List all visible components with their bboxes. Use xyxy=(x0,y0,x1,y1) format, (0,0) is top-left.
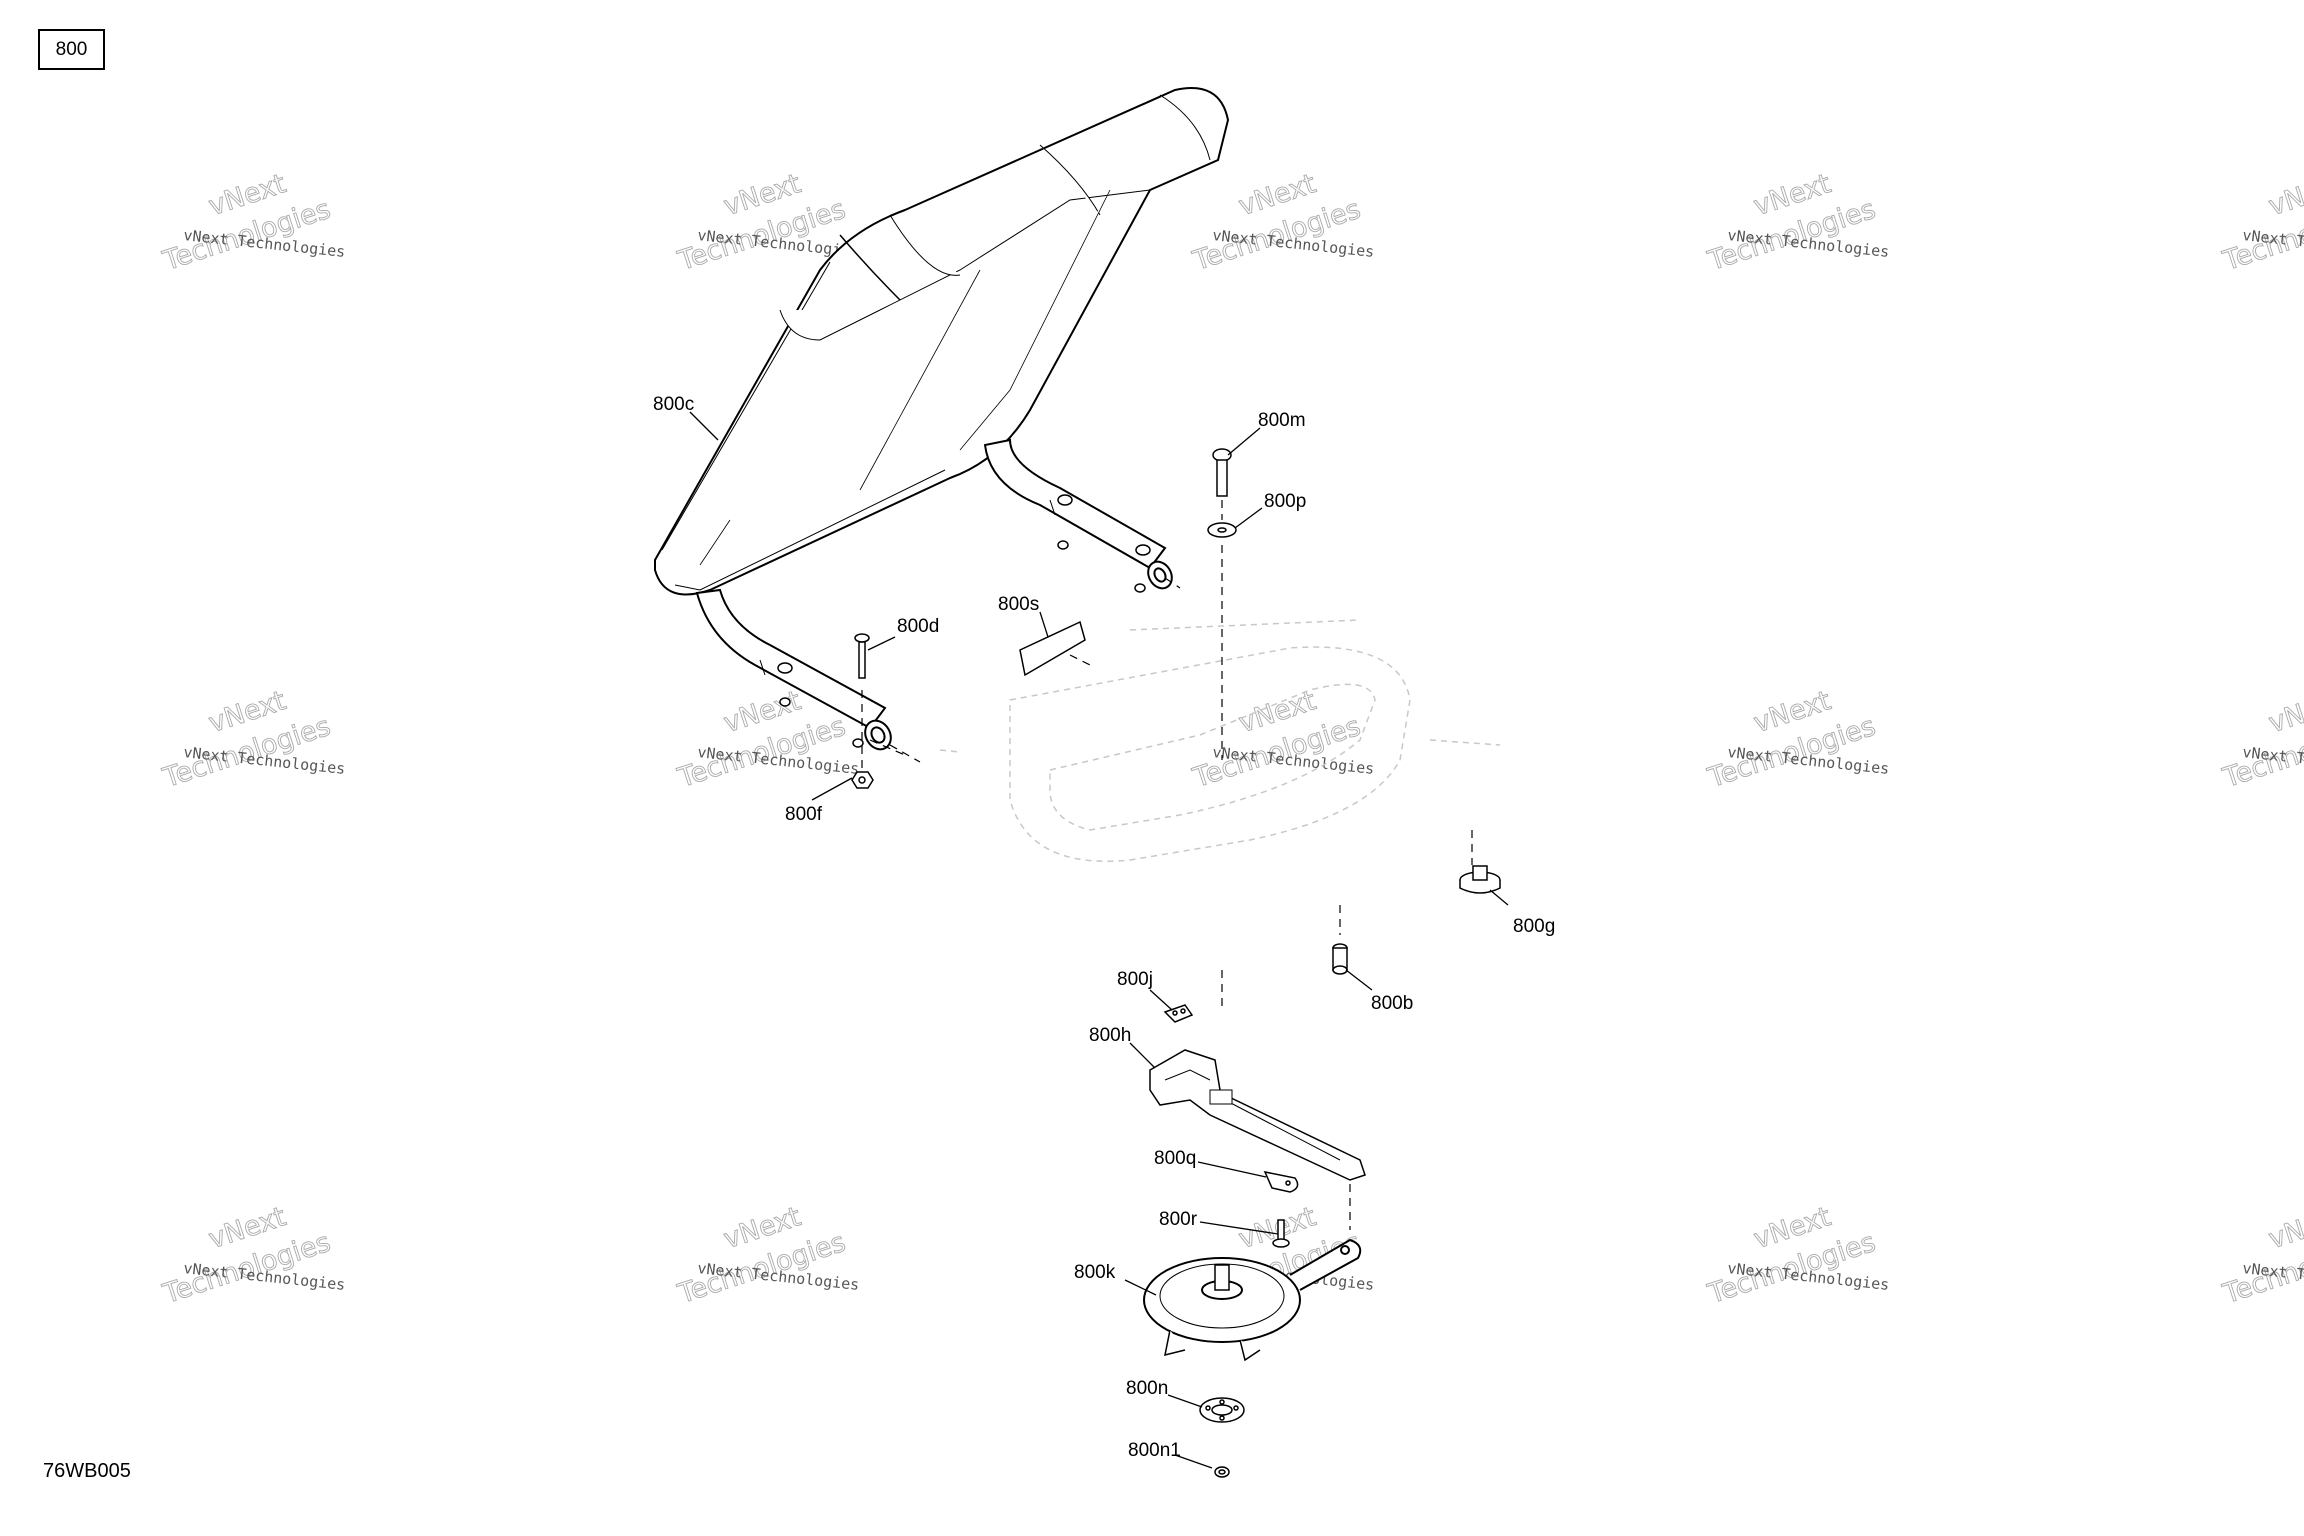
backrest-frame-tubes xyxy=(695,438,1173,751)
lever-800h xyxy=(1149,1049,1366,1181)
callout-800r: 800r xyxy=(1159,1209,1198,1230)
watermark: vNext Technologies xyxy=(1703,1201,1879,1311)
watermark: vNext Technologies xyxy=(2218,1201,2304,1311)
dash-line-right xyxy=(1221,500,1473,1230)
drawing-code: 76WB005 xyxy=(43,1460,131,1482)
callout-800p: 800p xyxy=(1264,491,1306,512)
watermark: vNext Technologies xyxy=(1188,168,1364,278)
callout-800s: 800s xyxy=(998,594,1039,615)
watermark: vNext Technologies xyxy=(673,1201,849,1311)
watermark-big-1: vNext xyxy=(2265,685,2304,739)
callout-800k: 800k xyxy=(1074,1262,1116,1283)
watermark: vNext Technologies xyxy=(1703,685,1879,795)
tube-fasteners xyxy=(777,494,1151,748)
callout-800q: 800q xyxy=(1154,1148,1196,1169)
backrest-cushion xyxy=(654,87,1230,596)
latch-800j xyxy=(1163,1004,1194,1023)
callout-800g: 800g xyxy=(1513,916,1555,937)
washer-800p xyxy=(1207,522,1237,538)
callout-800m: 800m xyxy=(1258,410,1306,431)
callout-800f: 800f xyxy=(785,804,823,825)
callout-800n1: 800n1 xyxy=(1128,1440,1181,1461)
watermark: vNext Technologies xyxy=(158,1201,334,1311)
watermark: vNext Technologies xyxy=(1703,168,1879,278)
callout-labels: 800c 800m 800p 800d 800s 800f 800g 800b … xyxy=(653,394,1555,1461)
callout-800n: 800n xyxy=(1126,1378,1168,1399)
watermark-big-1: vNext xyxy=(2265,1201,2304,1255)
watermark-layer: vNext Technologies vNext Technologies vN… xyxy=(158,168,2304,1311)
callout-800b: 800b xyxy=(1371,993,1413,1014)
nut-800f xyxy=(851,771,874,789)
watermark-big-1: vNext xyxy=(2265,168,2304,222)
watermark: vNext Technologies xyxy=(2218,685,2304,795)
bolt-800d xyxy=(854,633,870,679)
glide-800n xyxy=(1199,1397,1245,1423)
bracket-800q xyxy=(1263,1170,1299,1193)
decal-800s xyxy=(1019,620,1086,677)
bolt-800m xyxy=(1212,448,1232,497)
watermark: vNext Technologies xyxy=(2218,168,2304,278)
leader-lines xyxy=(689,411,1509,1469)
watermark: vNext Technologies xyxy=(158,685,334,795)
watermark: vNext Technologies xyxy=(158,168,334,278)
watermark: vNext Technologies xyxy=(1188,685,1364,795)
callout-800d: 800d xyxy=(897,616,939,637)
dash-lines-left xyxy=(861,577,1181,770)
callout-800h: 800h xyxy=(1089,1025,1131,1046)
fitting-800b xyxy=(1332,943,1348,975)
nut-800n1 xyxy=(1214,1466,1230,1478)
callout-800j: 800j xyxy=(1117,969,1153,990)
bumper-800g xyxy=(1459,865,1501,894)
page-number-box: 800 xyxy=(38,29,105,70)
ghost-seat-base xyxy=(939,619,1501,862)
swivel-base-800k xyxy=(1143,1238,1362,1362)
screw-800r xyxy=(1272,1219,1290,1248)
callout-800c: 800c xyxy=(653,394,694,415)
watermark: vNext Technologies xyxy=(673,168,849,278)
